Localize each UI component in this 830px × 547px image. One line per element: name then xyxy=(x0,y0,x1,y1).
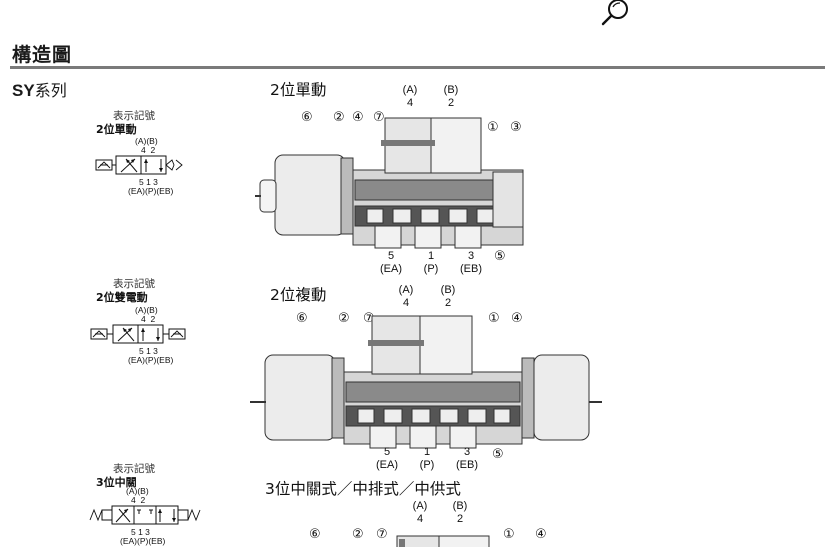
series-prefix: SY xyxy=(12,81,35,100)
port-label-p: 1(P) xyxy=(419,446,435,471)
callout-4: ④ xyxy=(535,527,547,542)
callout-7: ⑦ xyxy=(373,110,385,125)
callout-4: ④ xyxy=(511,311,523,326)
symbol-top-ports: (A)(B) xyxy=(135,136,158,146)
port-label-b: (B)2 xyxy=(443,84,459,109)
symbol-caption: 表示記號 xyxy=(113,278,155,290)
series-title: SY系列 xyxy=(12,77,67,101)
valve-cross-section-2 xyxy=(250,315,602,449)
callout-2: ② xyxy=(333,110,345,125)
symbol-bottom-nums: 5 1 3 xyxy=(131,527,150,537)
symbol-bottom-nums: 5 1 3 xyxy=(139,346,158,356)
section-title: 2位單動 xyxy=(270,81,327,99)
port-label-b: (B)2 xyxy=(452,500,468,525)
port-label-eb: 3(EB) xyxy=(460,250,482,275)
symbol-bottom-ports: (EA)(P)(EB) xyxy=(128,186,174,196)
series-suffix: 系列 xyxy=(34,81,67,100)
callout-6: ⑥ xyxy=(309,527,321,542)
callout-2: ② xyxy=(352,527,364,542)
section-title: 2位複動 xyxy=(270,286,327,304)
valve-symbol-diagram xyxy=(95,155,183,175)
symbol-bottom-ports: (EA)(P)(EB) xyxy=(128,355,174,365)
valve-symbol-diagram xyxy=(90,324,186,344)
symbol-type: 2位單動 xyxy=(96,123,137,136)
symbol-type: 2位雙電動 xyxy=(96,291,148,304)
callout-4: ④ xyxy=(352,110,364,125)
symbol-caption: 表示記號 xyxy=(113,463,155,475)
symbol-block-2: 表示記號 2位雙電動 (A)(B) 4 2 5 1 3 (EA)(P)(EB) xyxy=(88,276,198,368)
port-label-a: (A)4 xyxy=(402,84,418,109)
title-divider xyxy=(10,66,825,69)
port-label-ea: 5(EA) xyxy=(376,446,398,471)
callout-7: ⑦ xyxy=(363,311,375,326)
symbol-top-ports: (A)(B) xyxy=(135,305,158,315)
valve-symbol-diagram xyxy=(89,505,201,525)
symbol-top-ports: (A)(B) xyxy=(126,486,149,496)
symbol-type: 3位中關 xyxy=(96,476,137,489)
callout-1: ① xyxy=(488,311,500,326)
port-label-a: (A)4 xyxy=(412,500,428,525)
symbol-top-nums: 4 2 xyxy=(131,495,146,505)
symbol-caption: 表示記號 xyxy=(113,110,155,122)
symbol-bottom-nums: 5 1 3 xyxy=(139,177,158,187)
symbol-top-nums: 4 2 xyxy=(141,314,156,324)
port-label-ea: 5(EA) xyxy=(380,250,402,275)
symbol-block-3: 表示記號 3位中關 (A)(B) 4 2 5 1 3 (EA)(P)(EB) xyxy=(88,461,203,547)
callout-6: ⑥ xyxy=(296,311,308,326)
port-label-p: 1(P) xyxy=(423,250,439,275)
callout-1: ① xyxy=(503,527,515,542)
callout-5: ⑤ xyxy=(494,249,506,264)
symbol-top-nums: 4 2 xyxy=(141,145,156,155)
valve-cross-section-1 xyxy=(255,117,524,249)
callout-5: ⑤ xyxy=(492,447,504,462)
callout-3: ③ xyxy=(510,120,522,135)
callout-7: ⑦ xyxy=(376,527,388,542)
port-label-eb: 3(EB) xyxy=(456,446,478,471)
port-label-a: (A)4 xyxy=(398,284,414,309)
symbol-bottom-ports: (EA)(P)(EB) xyxy=(120,536,166,546)
port-label-b: (B)2 xyxy=(440,284,456,309)
symbol-block-1: 表示記號 2位單動 (A)(B) 4 2 5 1 3 (EA)(P)(EB) xyxy=(88,108,198,198)
callout-2: ② xyxy=(338,311,350,326)
section-title: 3位中關式／中排式／中供式 xyxy=(265,480,461,498)
search-icon[interactable] xyxy=(596,0,636,26)
callout-1: ① xyxy=(487,120,499,135)
page-title: 構造圖 xyxy=(12,44,73,66)
callout-6: ⑥ xyxy=(301,110,313,125)
valve-cross-section-3 xyxy=(396,535,490,547)
